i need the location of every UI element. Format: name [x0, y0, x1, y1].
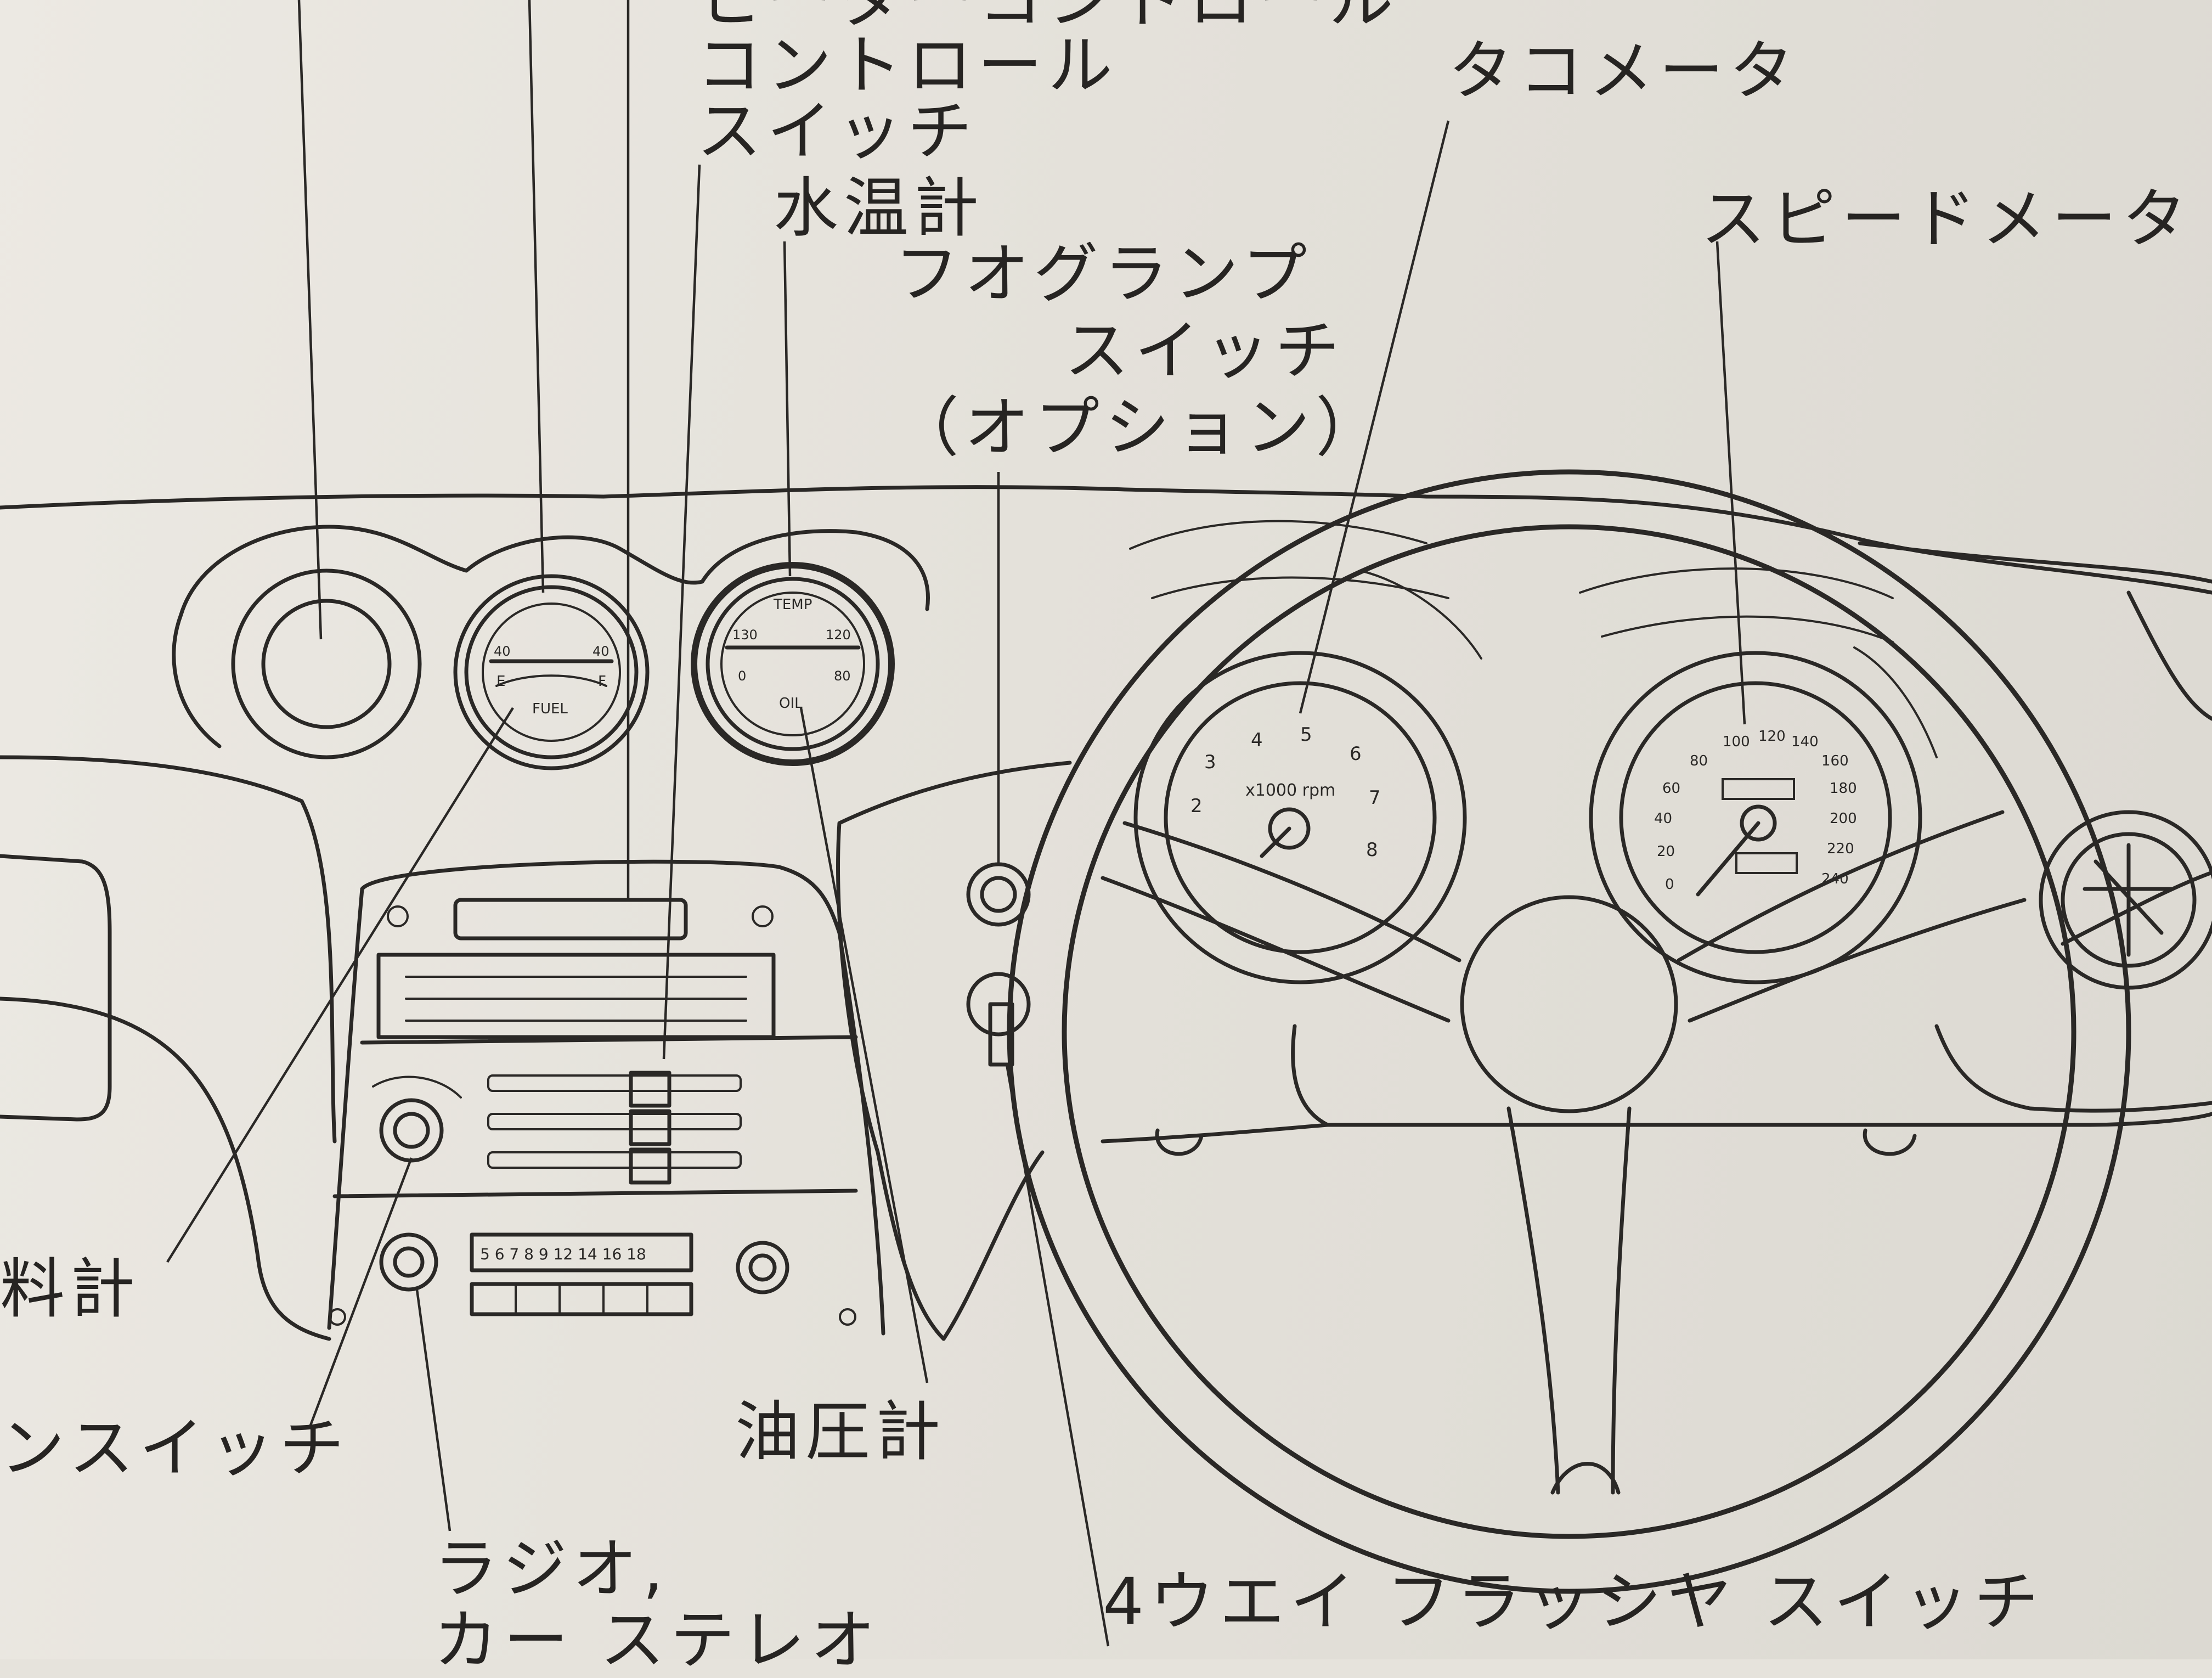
tach-tick-7: 7 — [1369, 787, 1381, 809]
water-temp-label: 水温計 — [774, 170, 985, 246]
speedo-tick-120: 120 — [1758, 728, 1786, 745]
fog-lamp-label-line1: フオグランプ — [894, 236, 1313, 312]
speedo-tick-40: 40 — [1654, 810, 1672, 827]
heater-control-label-line3: スイッチ — [697, 93, 978, 169]
speedo-tick-0: 0 — [1665, 876, 1674, 893]
tach-tick-8: 8 — [1366, 839, 1378, 861]
oil-gauge-label: OIL — [779, 695, 803, 712]
speedo-tick-80: 80 — [1690, 753, 1708, 769]
fuel-gauge-label: FUEL — [532, 701, 568, 717]
radio-dial-scale: 5 6 7 8 9 12 14 16 18 — [480, 1245, 646, 1263]
heater-control-label-line1: ヒーターコントロール — [697, 0, 1399, 32]
fog-lamp-label-line3: （オプション） — [894, 390, 1386, 465]
ignition-switch-label: ンスイッチ — [0, 1410, 350, 1486]
tach-unit-label: x1000 rpm — [1245, 781, 1335, 800]
speedo-tick-200: 200 — [1830, 810, 1857, 827]
tach-tick-2: 2 — [1190, 795, 1203, 817]
tachometer-label: タコメータ — [1448, 33, 1800, 109]
fuel-gauge-right-mark: 40 — [592, 644, 610, 659]
speedometer-label: スピードメータ — [1701, 181, 2193, 257]
heater-control-label-line2: コントロール — [697, 27, 1119, 103]
hazard-switch-label: 4ウエイ フラッシヤ スイッチ — [1103, 1564, 2045, 1640]
speedo-tick-100: 100 — [1723, 734, 1750, 750]
fuel-gauge-e: E — [496, 673, 505, 690]
radio-label-line1: ラジオ, — [433, 1531, 669, 1607]
fog-lamp-label-line2: スイッチ — [1064, 313, 1346, 388]
fuel-gauge-left-mark: 40 — [494, 644, 511, 659]
tach-tick-3: 3 — [1204, 751, 1216, 773]
oil-gauge-left-mark: 0 — [738, 668, 746, 684]
speedo-tick-220: 220 — [1827, 841, 1854, 857]
radio-label-line2: カー ステレオ — [433, 1602, 881, 1678]
tach-tick-4: 4 — [1251, 729, 1263, 751]
speedo-tick-60: 60 — [1662, 780, 1680, 797]
fuel-gauge-f: F — [598, 673, 606, 690]
tach-tick-5: 5 — [1300, 724, 1312, 746]
temp-gauge-left-mark: 130 — [732, 627, 758, 643]
speedo-tick-160: 160 — [1821, 753, 1849, 769]
speedo-tick-20: 20 — [1657, 843, 1675, 860]
fuel-gauge-label: 料計 — [0, 1251, 141, 1327]
oil-pressure-label: 油圧計 — [735, 1394, 946, 1469]
temp-gauge-label: TEMP — [773, 596, 812, 613]
oil-gauge-right-mark: 80 — [834, 668, 851, 684]
speedo-tick-140: 140 — [1791, 734, 1819, 750]
temp-gauge-right-mark: 120 — [826, 627, 851, 643]
tach-tick-6: 6 — [1350, 743, 1362, 765]
speedo-tick-180: 180 — [1830, 780, 1857, 797]
